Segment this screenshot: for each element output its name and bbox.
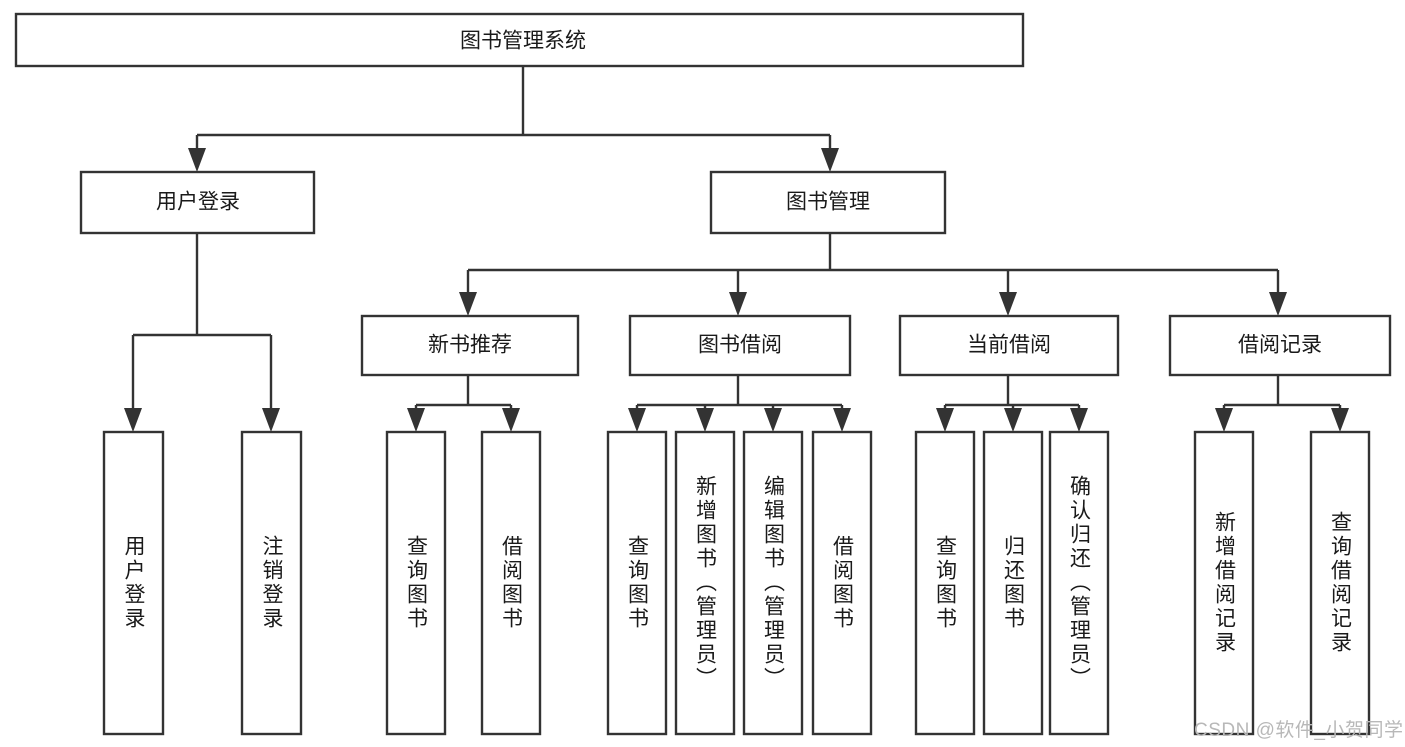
node-leaf-query-borrow-record[interactable] [1309,430,1371,736]
node-borrow-record[interactable] [1168,314,1392,377]
arrowhead-currentborrow-leaf-1 [936,408,954,432]
node-leaf-query-book-2[interactable] [606,430,668,736]
arrowhead-borrowrecord-leaf-2 [1331,408,1349,432]
label-user-login: 用户登录 [156,191,240,214]
arrowhead-leaf-logout [262,408,280,432]
arrowhead-new-book-recommend [459,292,477,316]
node-user-login[interactable] [79,170,316,235]
arrowhead-newbook-leaf-1 [407,408,425,432]
node-new-book-recommend[interactable] [360,314,580,377]
node-leaf-add-book-admin[interactable] [674,430,736,736]
label-current-borrow: 当前借阅 [967,334,1051,357]
node-leaf-query-book-3[interactable] [914,430,976,736]
node-book-manage[interactable] [709,170,947,235]
arrowhead-newbook-leaf-2 [502,408,520,432]
node-book-borrow[interactable] [628,314,852,377]
arrowhead-currentborrow-leaf-3 [1070,408,1088,432]
node-leaf-user-login[interactable] [102,430,165,736]
arrowhead-current-borrow [999,292,1017,316]
arrowhead-leaf-user-login [124,408,142,432]
label-book-manage: 图书管理 [786,191,870,214]
arrowhead-book-manage [821,148,839,172]
arrowhead-borrow-record [1269,292,1287,316]
connector-group [124,66,1349,432]
node-current-borrow[interactable] [898,314,1120,377]
arrowhead-bookborrow-leaf-2 [696,408,714,432]
arrowhead-bookborrow-leaf-4 [833,408,851,432]
arrowhead-bookborrow-leaf-1 [628,408,646,432]
arrowhead-currentborrow-leaf-2 [1004,408,1022,432]
node-leaf-return-book[interactable] [982,430,1044,736]
node-leaf-confirm-return-admin[interactable] [1048,430,1110,736]
node-root[interactable] [14,12,1025,68]
label-new-book-recommend: 新书推荐 [428,334,512,357]
box-group [14,12,1392,736]
csdn-watermark: CSDN @软件_小贺同学 [1194,720,1404,741]
label-borrow-record: 借阅记录 [1238,334,1322,357]
node-leaf-borrow-book-1[interactable] [480,430,542,736]
node-leaf-borrow-book-2[interactable] [811,430,873,736]
label-book-borrow: 图书借阅 [698,334,782,357]
arrowhead-borrowrecord-leaf-1 [1215,408,1233,432]
label-root: 图书管理系统 [460,30,586,53]
node-leaf-add-borrow-record[interactable] [1193,430,1255,736]
node-leaf-query-book-1[interactable] [385,430,447,736]
arrowhead-bookborrow-leaf-3 [764,408,782,432]
label-group-horizontal: 图书管理系统 用户登录 图书管理 新书推荐 图书借阅 当前借阅 借阅记录 [156,30,1322,357]
node-leaf-edit-book-admin[interactable] [742,430,804,736]
arrowhead-book-borrow [729,292,747,316]
node-leaf-logout[interactable] [240,430,303,736]
arrowhead-user-login [188,148,206,172]
